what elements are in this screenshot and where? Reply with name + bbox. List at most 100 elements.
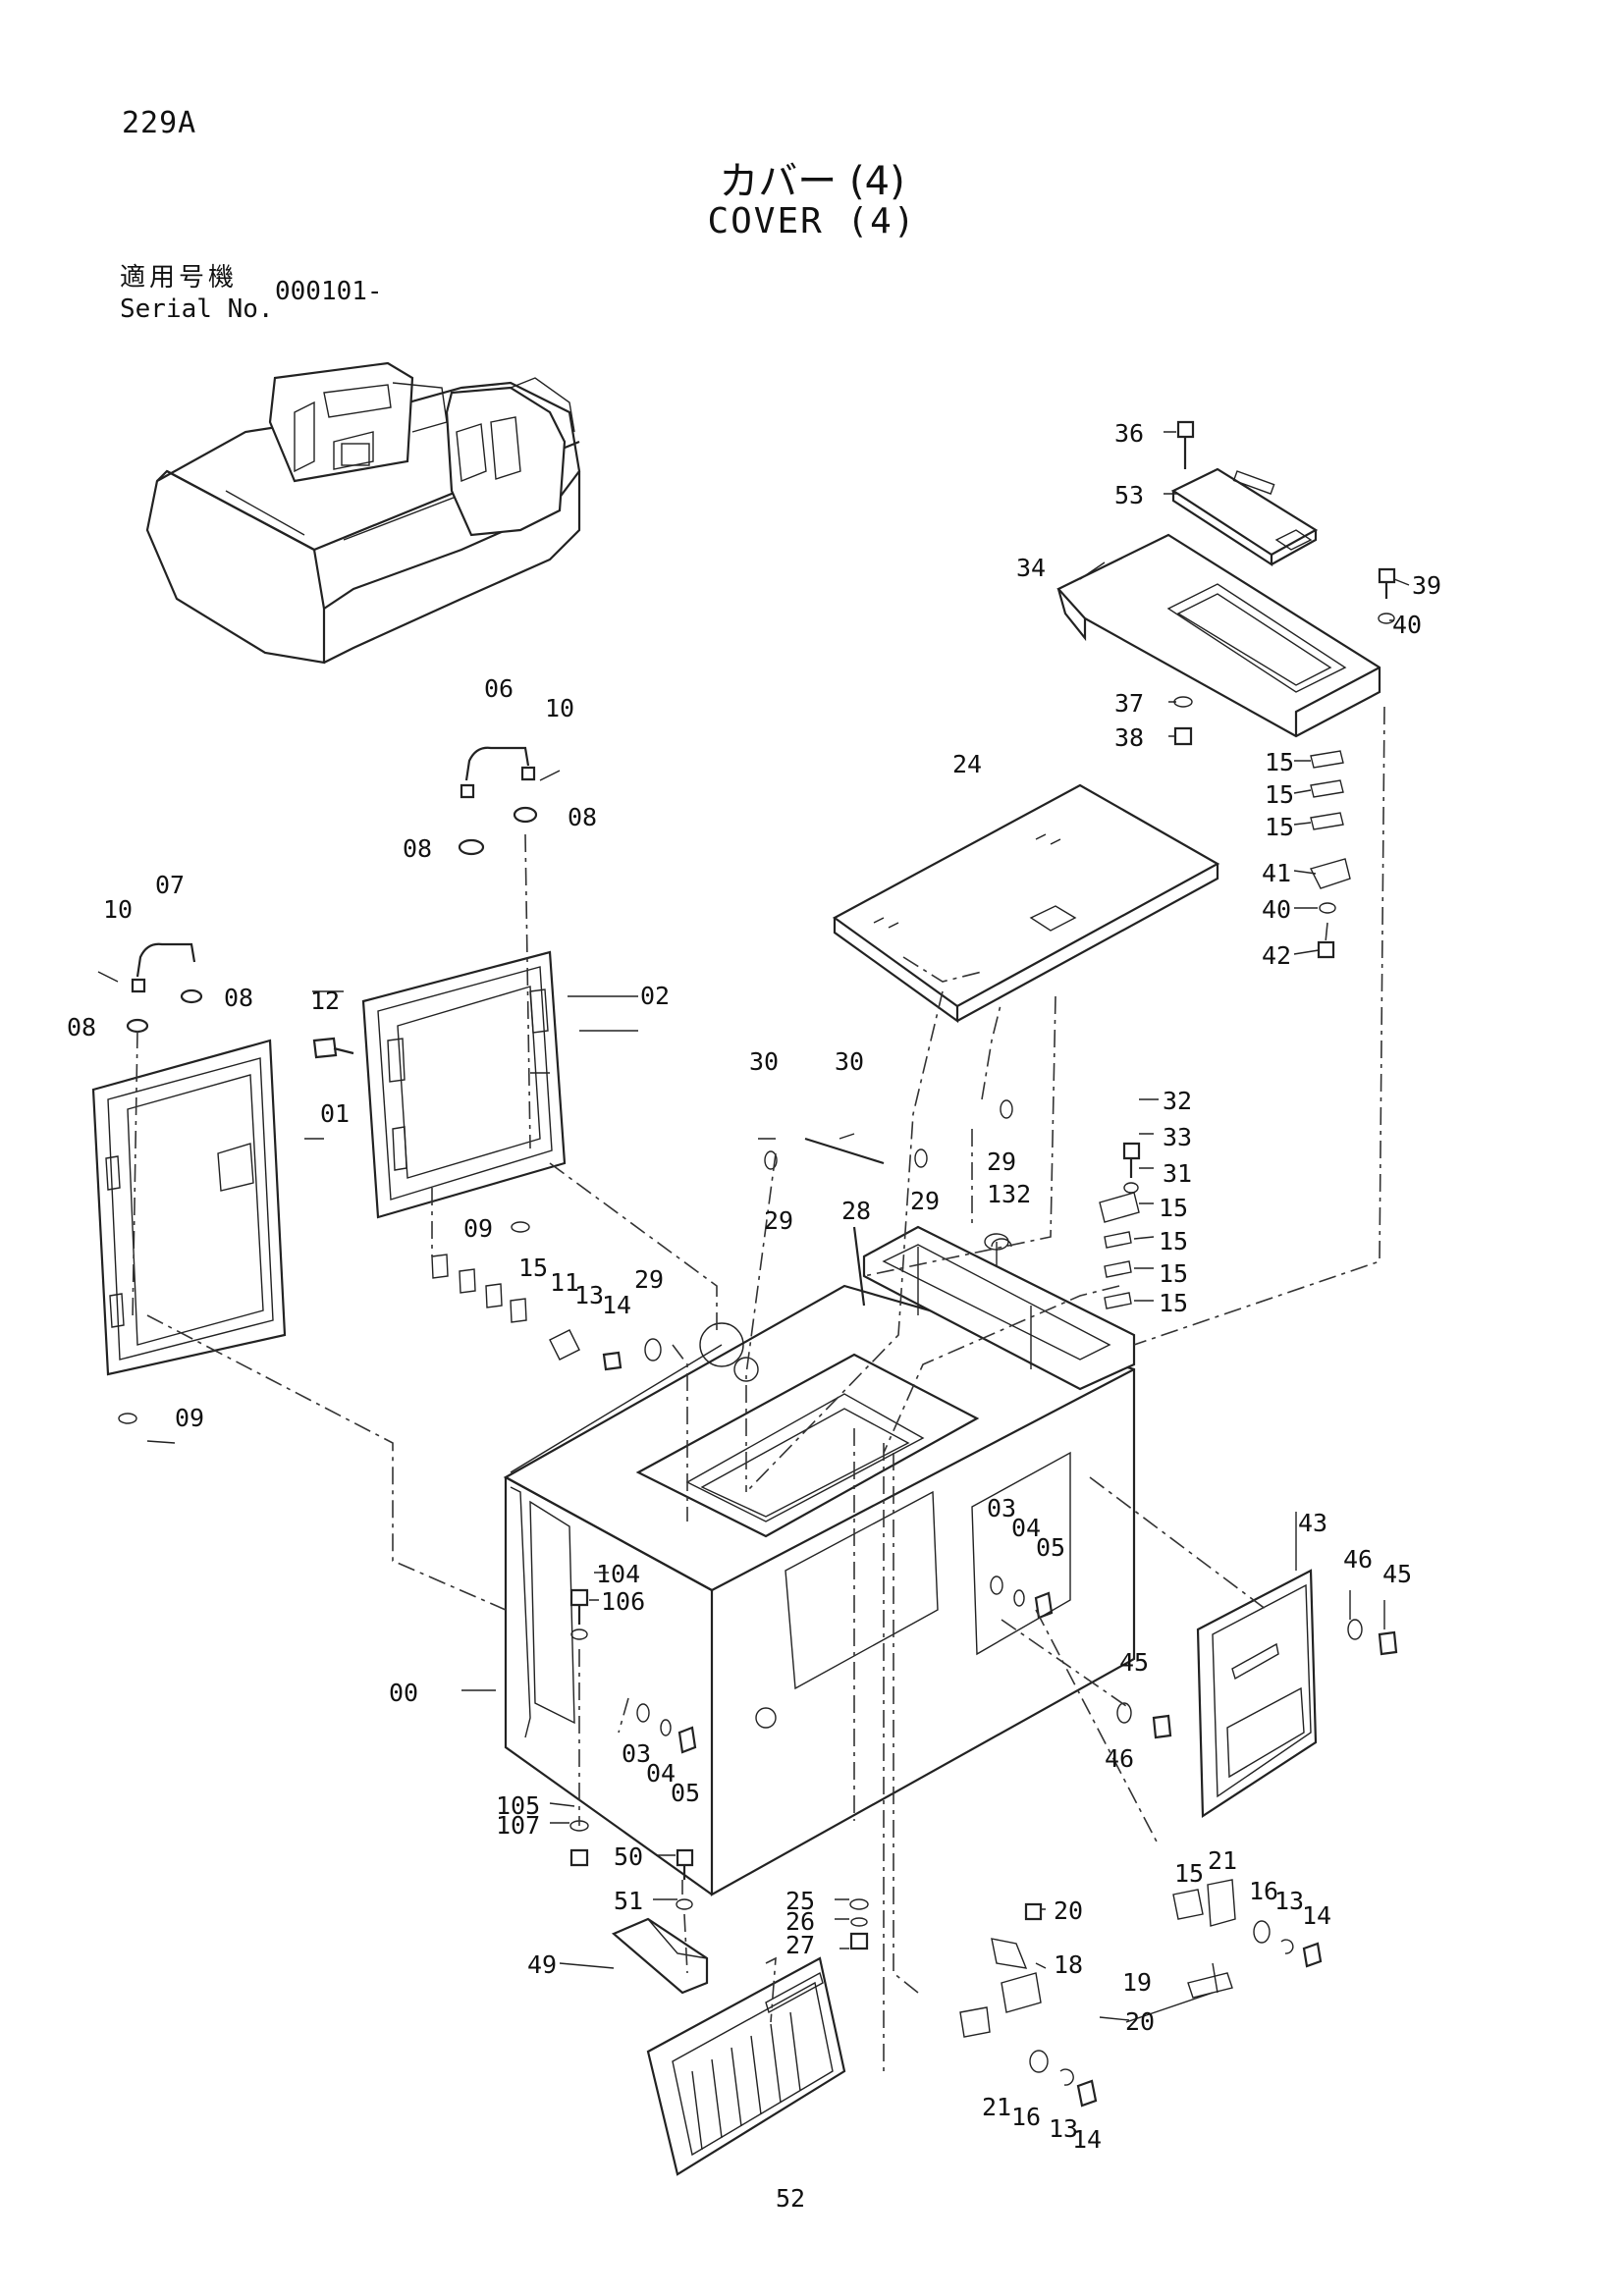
callout-24: 24 [952,750,982,778]
callout-33: 33 [1163,1123,1192,1151]
callout-50: 50 [614,1842,643,1871]
callout-132: 132 [987,1180,1031,1208]
bottom-grille [611,1917,846,2176]
callout-09b: 09 [175,1404,204,1432]
callout-03a: 03 [987,1494,1016,1522]
callout-08b: 08 [403,834,432,863]
callout-08a: 08 [568,803,597,831]
callout-45b: 45 [1119,1648,1149,1677]
callout-36: 36 [1114,419,1144,448]
callout-08c: 08 [224,984,253,1012]
callout-40a: 40 [1392,611,1422,639]
right-access-door [361,950,567,1219]
machine-overview-illustration [145,361,581,665]
callout-107: 107 [496,1811,540,1840]
assembly-reference-lines [132,706,1385,2071]
callout-49: 49 [527,1950,557,1979]
callout-25: 25 [785,1887,815,1915]
page-title-english: COVER (4) [707,201,917,241]
callout-105: 105 [496,1791,540,1820]
callout-30a: 30 [749,1047,779,1076]
serial-number-value: 000101- [275,277,383,306]
callout-106: 106 [601,1587,645,1616]
callout-06: 06 [484,674,514,703]
callout-20b: 20 [1125,2007,1155,2036]
page-title-japanese: カバー (4) [719,159,905,204]
callout-14a: 14 [602,1291,631,1319]
callout-21b: 21 [982,2093,1011,2121]
callout-01: 01 [320,1099,350,1128]
callout-52: 52 [776,2184,805,2213]
callout-10a: 10 [545,694,574,722]
side-panel [1196,1569,1318,1818]
callout-37: 37 [1114,689,1144,718]
hinge-hardware-bottom [959,1879,1323,2108]
callout-40b: 40 [1262,895,1291,924]
callout-05b: 05 [671,1779,700,1807]
callout-15g: 15 [1159,1259,1188,1288]
callout-32: 32 [1163,1087,1192,1115]
callout-15e: 15 [1159,1194,1188,1222]
callout-02: 02 [640,982,670,1010]
callout-104: 104 [596,1560,640,1588]
right-hinge-stack [1309,750,1351,959]
callout-16b: 16 [1011,2103,1041,2131]
top-cover-assembly [1056,420,1396,746]
callout-00: 00 [389,1679,418,1707]
callout-10b: 10 [103,895,133,924]
callout-15b: 15 [1265,748,1294,776]
callout-15a: 15 [518,1254,548,1282]
callout-31: 31 [1163,1159,1192,1188]
callout-08d: 08 [67,1013,96,1041]
callout-13c: 13 [1049,2114,1078,2143]
callout-20a: 20 [1054,1896,1083,1925]
callout-29c: 29 [764,1206,793,1235]
callout-46b: 46 [1105,1744,1134,1773]
callout-15f: 15 [1159,1227,1188,1255]
callout-27: 27 [785,1931,815,1959]
callout-29a: 29 [987,1148,1016,1176]
callout-13a: 13 [574,1281,604,1309]
callout-leaders [146,431,1410,2023]
top-lid-panel [832,783,1220,1024]
callout-14b: 14 [1302,1901,1331,1930]
callout-43: 43 [1298,1509,1327,1537]
callout-15c: 15 [1265,780,1294,809]
callout-05a: 05 [1036,1533,1065,1562]
serial-label-japanese: 適用号機 [120,263,239,293]
callout-53: 53 [1114,481,1144,509]
callout-29d: 29 [634,1265,664,1294]
callout-46a: 46 [1343,1545,1373,1574]
callout-16a: 16 [1249,1877,1278,1905]
door-handles [97,746,561,1034]
callout-12: 12 [310,987,340,1015]
callout-42: 42 [1262,941,1291,970]
callout-07: 07 [155,871,185,899]
callout-19: 19 [1122,1968,1152,1997]
callout-04a: 04 [1011,1514,1041,1542]
callout-45a: 45 [1382,1560,1412,1588]
callout-39: 39 [1412,571,1441,600]
callout-34: 34 [1016,554,1046,582]
callout-51: 51 [614,1887,643,1915]
callout-21a: 21 [1208,1846,1237,1875]
callout-13b: 13 [1274,1887,1304,1915]
callout-15i: 15 [1174,1859,1204,1888]
callout-03b: 03 [622,1739,651,1768]
callout-15d: 15 [1265,813,1294,841]
callout-labels: 00 01 02 03 03 04 04 05 05 06 07 08 08 0… [67,419,1441,2213]
callout-11: 11 [550,1268,579,1297]
callout-04b: 04 [646,1759,676,1788]
main-cover-frame [503,1225,1136,1896]
callout-09a: 09 [463,1214,493,1243]
callout-18: 18 [1054,1950,1083,1979]
callout-29b: 29 [910,1187,940,1215]
callout-41: 41 [1262,859,1291,887]
callout-30b: 30 [835,1047,864,1076]
serial-label-english: Serial No. [120,294,274,324]
fastener-hardware [118,1037,1398,1994]
left-access-door [91,1039,287,1376]
callout-28: 28 [841,1197,871,1225]
